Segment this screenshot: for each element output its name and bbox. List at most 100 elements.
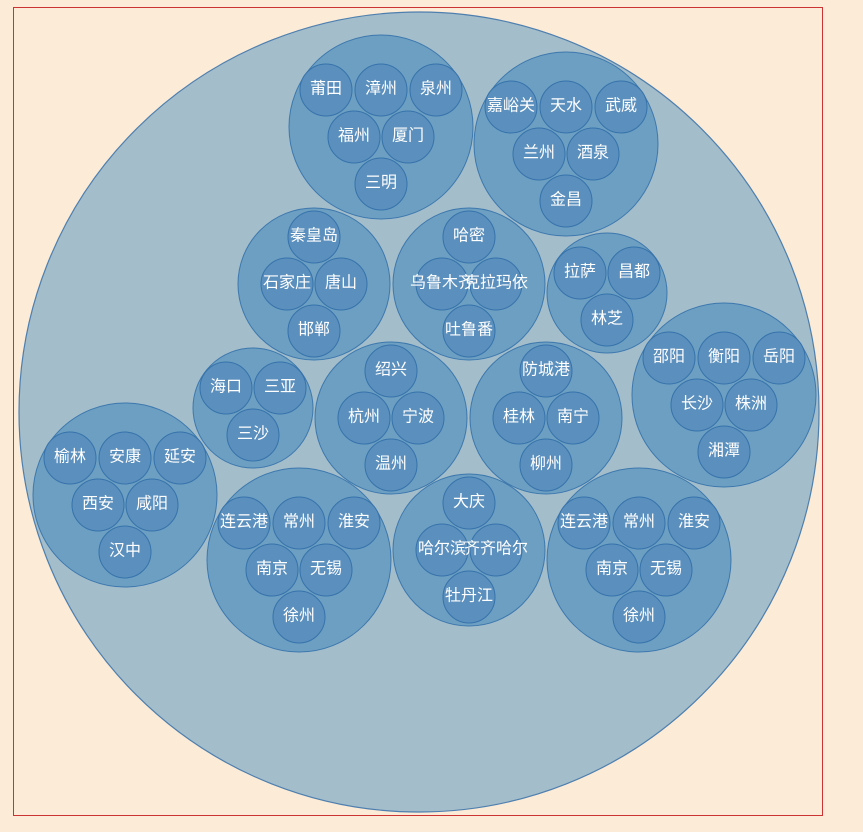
group-hainan: 海口三亚三沙 (192, 347, 314, 469)
leaf-label: 天水 (550, 96, 582, 115)
leaf-circle[interactable] (585, 543, 639, 597)
leaf-circle[interactable] (415, 523, 469, 577)
leaf-circle[interactable] (199, 361, 253, 415)
leaf-circle[interactable] (607, 246, 661, 300)
leaf-circle[interactable] (245, 543, 299, 597)
leaf-label: 昌都 (618, 262, 650, 281)
leaf-label: 三明 (365, 173, 397, 192)
leaf-label: 南京 (596, 559, 628, 578)
leaf-label: 酒泉 (577, 143, 609, 162)
leaf-circle[interactable] (391, 391, 445, 445)
leaf-circle[interactable] (98, 525, 152, 579)
leaf-circle[interactable] (566, 127, 620, 181)
group-hebei: 秦皇岛石家庄唐山邯郸 (237, 207, 391, 361)
leaf-label: 哈尔滨 (418, 539, 466, 558)
group-circle-xinjiang[interactable] (392, 207, 546, 361)
leaf-label: 拉萨 (564, 262, 596, 281)
leaf-label: 吐鲁番 (445, 320, 493, 339)
leaf-circle[interactable] (724, 378, 778, 432)
leaf-circle[interactable] (442, 570, 496, 624)
leaf-circle[interactable] (642, 331, 696, 385)
leaf-label: 淮安 (678, 512, 710, 531)
leaf-circle[interactable] (512, 127, 566, 181)
leaf-circle[interactable] (539, 80, 593, 134)
leaf-circle[interactable] (697, 425, 751, 479)
leaf-circle[interactable] (364, 344, 418, 398)
leaf-label: 福州 (338, 126, 370, 145)
leaf-circle[interactable] (260, 257, 314, 311)
leaf-circle[interactable] (484, 80, 538, 134)
leaf-circle[interactable] (557, 496, 611, 550)
leaf-circle[interactable] (287, 210, 341, 264)
leaf-label: 嘉峪关 (487, 96, 535, 115)
leaf-circle[interactable] (299, 63, 353, 117)
leaf-label: 咸阳 (136, 494, 168, 513)
leaf-circle[interactable] (442, 304, 496, 358)
leaf-circle[interactable] (469, 257, 523, 311)
leaf-circle[interactable] (153, 431, 207, 485)
leaf-circle[interactable] (327, 110, 381, 164)
leaf-circle[interactable] (539, 174, 593, 228)
leaf-label: 兰州 (523, 143, 555, 162)
leaf-circle[interactable] (299, 543, 353, 597)
leaf-label: 大庆 (453, 492, 485, 511)
group-circle-zhejiang[interactable] (314, 341, 468, 495)
leaf-circle[interactable] (217, 496, 271, 550)
group-circle-hebei[interactable] (237, 207, 391, 361)
leaf-label: 乌鲁木齐 (410, 273, 474, 292)
leaf-label: 武威 (605, 96, 637, 115)
leaf-circle[interactable] (639, 543, 693, 597)
leaf-circle[interactable] (272, 496, 326, 550)
leaf-circle[interactable] (519, 344, 573, 398)
leaf-circle[interactable] (667, 496, 721, 550)
leaf-label: 常州 (283, 512, 315, 531)
leaf-circle[interactable] (226, 408, 280, 462)
leaf-label: 西安 (82, 494, 114, 513)
leaf-circle[interactable] (519, 438, 573, 492)
leaf-circle[interactable] (337, 391, 391, 445)
leaf-circle[interactable] (442, 476, 496, 530)
leaf-circle[interactable] (670, 378, 724, 432)
leaf-circle[interactable] (381, 110, 435, 164)
leaf-label: 温州 (375, 454, 407, 473)
leaf-circle[interactable] (415, 257, 469, 311)
leaf-circle[interactable] (272, 590, 326, 644)
leaf-circle[interactable] (125, 478, 179, 532)
leaf-circle[interactable] (580, 293, 634, 347)
leaf-circle[interactable] (364, 438, 418, 492)
leaf-circle[interactable] (469, 523, 523, 577)
leaf-circle[interactable] (553, 246, 607, 300)
leaf-label: 邵阳 (653, 347, 685, 366)
leaf-circle[interactable] (287, 304, 341, 358)
leaf-circle[interactable] (98, 431, 152, 485)
leaf-circle[interactable] (612, 590, 666, 644)
leaf-circle[interactable] (253, 361, 307, 415)
leaf-circle[interactable] (697, 331, 751, 385)
leaf-label: 莆田 (310, 79, 342, 98)
leaf-circle[interactable] (546, 391, 600, 445)
leaf-circle[interactable] (354, 157, 408, 211)
leaf-label: 克拉玛依 (464, 273, 528, 292)
group-circle-heilongjiang[interactable] (392, 473, 546, 627)
leaf-circle[interactable] (492, 391, 546, 445)
group-fujian: 莆田漳州泉州福州厦门三明 (288, 34, 474, 220)
leaf-label: 防城港 (522, 360, 570, 379)
leaf-label: 齐齐哈尔 (464, 539, 528, 558)
leaf-circle[interactable] (354, 63, 408, 117)
leaf-circle[interactable] (442, 210, 496, 264)
leaf-label: 林芝 (591, 309, 623, 328)
leaf-circle[interactable] (327, 496, 381, 550)
group-circle-guangxi[interactable] (469, 341, 623, 495)
leaf-circle[interactable] (314, 257, 368, 311)
leaf-circle[interactable] (71, 478, 125, 532)
leaf-circle[interactable] (43, 431, 97, 485)
leaf-circle[interactable] (752, 331, 806, 385)
leaf-circle[interactable] (409, 63, 463, 117)
leaf-circle[interactable] (612, 496, 666, 550)
leaf-circle[interactable] (594, 80, 648, 134)
leaf-label: 牡丹江 (445, 586, 493, 605)
group-jiangsu1: 连云港常州淮安南京无锡徐州 (206, 467, 392, 653)
